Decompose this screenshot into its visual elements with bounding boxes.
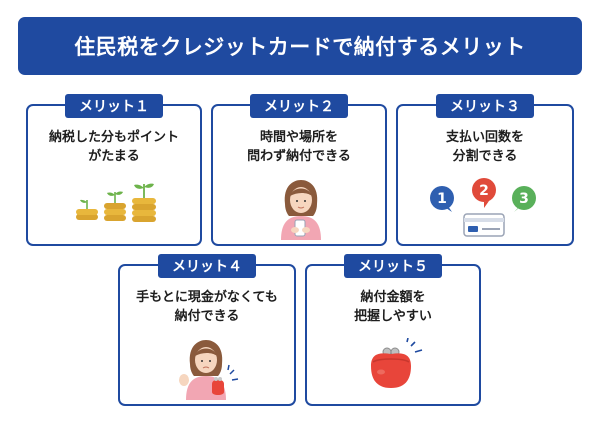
page-title: 住民税をクレジットカードで納付するメリット xyxy=(74,35,526,59)
installment-badge-2: 2 xyxy=(472,178,496,208)
merit-line: 納税した分もポイント xyxy=(48,130,179,145)
coin-stack-small xyxy=(76,199,98,220)
coin-purse-icon xyxy=(371,338,423,388)
merit-tag-5: メリット５ xyxy=(344,254,442,278)
merit-card-5: メリット５ 納付金額を 把握しやすい xyxy=(305,254,481,406)
merit-tag-2: メリット２ xyxy=(250,94,348,118)
installment-badge-1: 1 xyxy=(430,186,454,212)
merit-card-3: メリット３ 支払い回数を 分割できる 1 2 3 xyxy=(396,94,574,246)
merit-card-4: メリット４ 手もとに現金がなくても 納付できる xyxy=(118,254,296,406)
merit-text-3: 支払い回数を 分割できる xyxy=(398,128,572,166)
merit-line: 支払い回数を xyxy=(445,130,524,145)
merit-line: 手もとに現金がなくても xyxy=(136,290,278,305)
merit-text-4: 手もとに現金がなくても 納付できる xyxy=(120,288,294,326)
badge-number: 2 xyxy=(479,183,489,199)
merit-line: 把握しやすい xyxy=(354,309,432,324)
merit-tag-1: メリット１ xyxy=(65,94,163,118)
installment-badge-3: 3 xyxy=(512,186,536,212)
badge-number: 1 xyxy=(437,191,447,207)
merit-tag-4: メリット４ xyxy=(158,254,256,278)
merit-tag-3: メリット３ xyxy=(436,94,534,118)
merit-text-1: 納税した分もポイント がたまる xyxy=(28,128,200,166)
coins-sprouts-icon xyxy=(76,183,156,222)
merit-card-2: メリット２ 時間や場所を 問わず納付できる xyxy=(211,94,387,246)
title-banner: 住民税をクレジットカードで納付するメリット xyxy=(18,17,582,75)
merit-text-5: 納付金額を 把握しやすい xyxy=(307,288,479,326)
merit-line: 時間や場所を xyxy=(259,130,338,145)
woman-empty-purse-icon xyxy=(179,340,239,400)
badge-number: 3 xyxy=(519,191,529,207)
merit-card-1: メリット１ 納税した分もポイント がたまる xyxy=(26,94,202,246)
merit-line: がたまる xyxy=(88,149,140,164)
merit-line: 分割できる xyxy=(452,149,518,164)
merit-text-2: 時間や場所を 問わず納付できる xyxy=(213,128,385,166)
coin-stack-large xyxy=(132,183,156,222)
merit-line: 納付金額を xyxy=(360,290,426,305)
merit-line: 納付できる xyxy=(174,309,240,324)
credit-card-icon xyxy=(463,213,505,237)
merit-line: 問わず納付できる xyxy=(247,149,351,164)
coin-stack-medium xyxy=(104,191,126,221)
woman-smartphone-icon xyxy=(281,180,321,240)
installment-card-icon: 1 2 3 xyxy=(430,178,536,237)
